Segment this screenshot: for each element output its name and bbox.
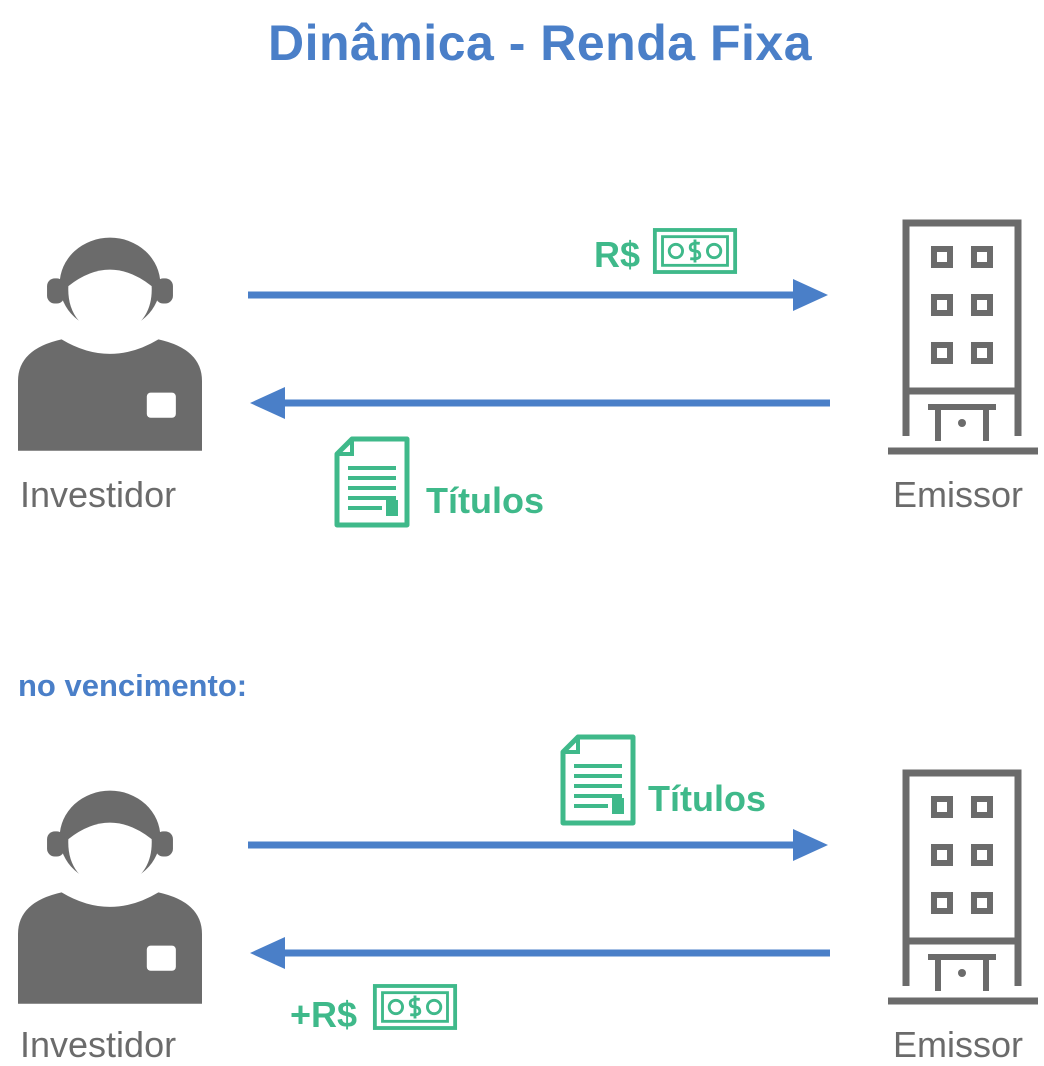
page-title: Dinâmica - Renda Fixa <box>268 15 812 71</box>
investor-icon <box>18 212 202 457</box>
titles-label: Títulos <box>426 480 544 521</box>
issuer-label: Emissor <box>893 474 1024 515</box>
arrow-left-icon <box>250 937 830 969</box>
arrow-right-icon <box>248 829 828 861</box>
money-plus-label: +R$ <box>290 994 358 1035</box>
arrow-left-icon <box>250 387 830 419</box>
issuer-label: Emissor <box>893 1024 1024 1065</box>
titles-label: Títulos <box>648 778 766 819</box>
banknote-icon <box>372 982 458 1032</box>
document-icon <box>334 436 410 528</box>
money-label: R$ <box>594 234 641 275</box>
banknote-icon <box>652 226 738 276</box>
investor-label: Investidor <box>20 474 177 515</box>
building-icon <box>888 760 1038 1012</box>
investor-icon <box>18 765 202 1010</box>
investor-label: Investidor <box>20 1024 177 1065</box>
document-icon <box>560 734 636 826</box>
building-icon <box>888 210 1038 462</box>
maturity-heading: no vencimento: <box>18 668 248 703</box>
arrow-right-icon <box>248 279 828 311</box>
